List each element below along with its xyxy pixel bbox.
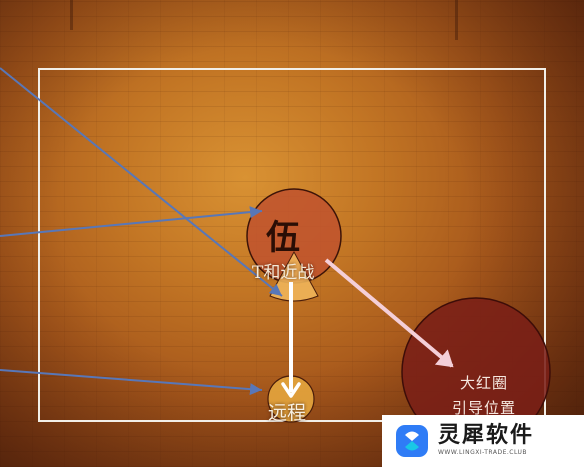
melee-label: T和近战 bbox=[252, 263, 315, 283]
wall-decor-left bbox=[0, 0, 73, 30]
red-circle-label-line2: 引导位置 bbox=[452, 399, 517, 417]
watermark: 灵犀软件 WWW.LINGXI-TRADE.CLUB bbox=[382, 415, 584, 467]
arrow-down-head bbox=[281, 382, 301, 398]
watermark-url: WWW.LINGXI-TRADE.CLUB bbox=[438, 449, 528, 456]
watermark-title: 灵犀软件 bbox=[438, 423, 535, 448]
melee-cone bbox=[269, 250, 319, 302]
boss-marker-char: 伍 bbox=[266, 218, 300, 258]
ranged-label: 远程 bbox=[268, 402, 307, 424]
blue-line-1 bbox=[0, 67, 283, 297]
blue-line-3 bbox=[0, 369, 263, 396]
red-circle-label-line1: 大红圈 bbox=[460, 374, 509, 392]
blue-line-2 bbox=[0, 206, 263, 237]
arrow-diagonal-icon bbox=[324, 258, 454, 368]
watermark-text: 灵犀软件 WWW.LINGXI-TRADE.CLUB bbox=[438, 424, 534, 458]
wall-decor-right bbox=[455, 0, 584, 40]
lingxi-logo-icon bbox=[396, 425, 428, 457]
